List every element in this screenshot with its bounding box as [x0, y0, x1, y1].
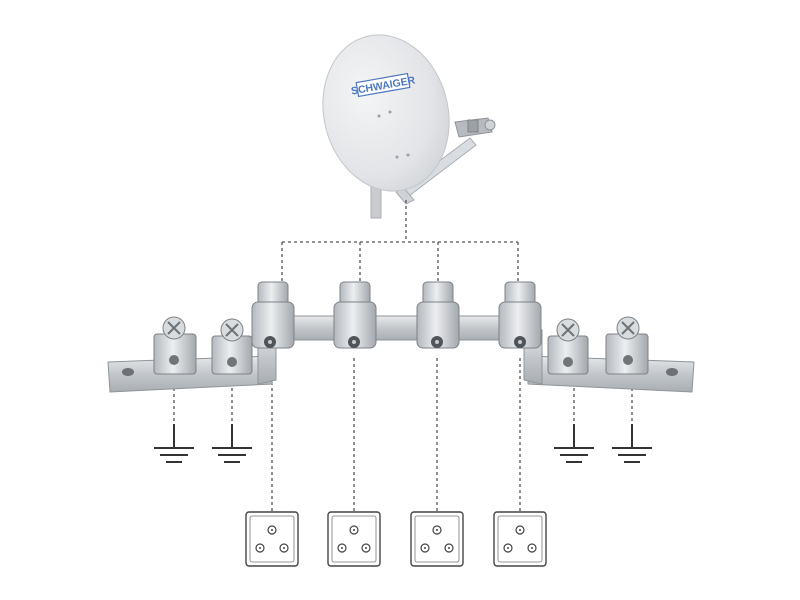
ground-lines [173, 382, 633, 424]
f-connector [498, 281, 542, 349]
clamp-terminal [153, 316, 197, 375]
signal-lines [281, 200, 519, 288]
f-connector [416, 281, 460, 349]
wall-socket [245, 511, 299, 567]
f-connector [251, 281, 295, 349]
ground-symbol [612, 424, 652, 463]
grounding-block [107, 281, 695, 393]
dish-reflector [322, 34, 450, 192]
rail-center [261, 315, 541, 341]
f-connector [333, 281, 377, 349]
lnb-icon [454, 117, 496, 138]
clamp-terminal [547, 318, 589, 375]
output-lines [271, 358, 521, 512]
ground-symbol [154, 424, 194, 463]
satellite-dish: SCHWAIGER [322, 34, 496, 219]
ground-symbol [212, 424, 252, 463]
wall-socket [327, 511, 381, 567]
clamp-terminal [211, 318, 253, 375]
ground-symbol [554, 424, 594, 463]
wall-socket [410, 511, 464, 567]
wall-socket [493, 511, 547, 567]
clamp-terminal [605, 316, 649, 375]
